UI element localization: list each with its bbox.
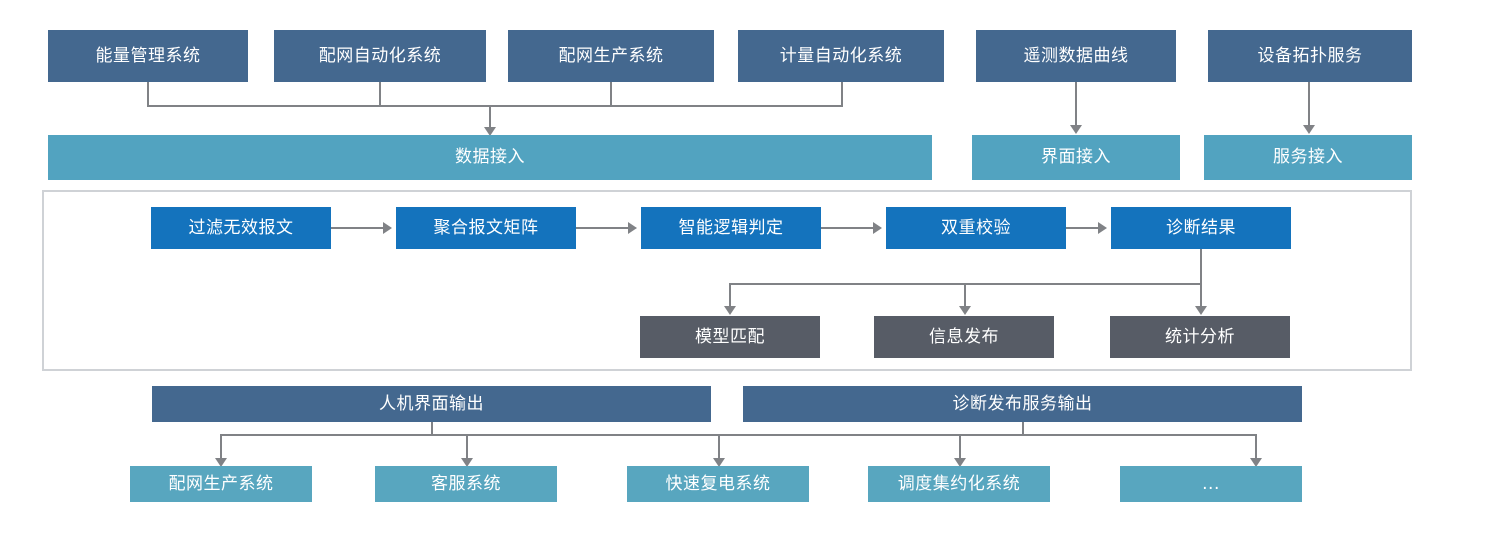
pipeline-step-dual-verification[interactable]: 双重校验: [886, 207, 1066, 249]
output-bar-diagnosis-publish-service[interactable]: 诊断发布服务输出: [743, 386, 1302, 422]
source-box-distribution-automation[interactable]: 配网自动化系统: [274, 30, 486, 82]
access-bar-service[interactable]: 服务接入: [1204, 135, 1412, 180]
connector-bus-consumers: [220, 434, 1255, 436]
source-label: 配网生产系统: [558, 45, 664, 66]
source-label: 设备拓扑服务: [1257, 45, 1363, 66]
arrow-into-consumer-3: [713, 458, 725, 467]
result-box-model-match[interactable]: 模型匹配: [640, 316, 820, 358]
connector-stub-source-3: [610, 82, 612, 106]
pipeline-step-label: 过滤无效报文: [188, 217, 294, 238]
arrow-step-2-3: [628, 222, 637, 234]
pipeline-step-label: 双重校验: [941, 217, 1011, 238]
source-box-telemetry-curve[interactable]: 遥测数据曲线: [976, 30, 1176, 82]
connector-drop-consumer-4: [959, 434, 961, 460]
connector-drop-consumer-3: [718, 434, 720, 460]
connector-topology-to-service-access: [1308, 82, 1310, 127]
connector-drop-statistics: [1200, 283, 1202, 308]
connector-drop-data-access: [489, 105, 491, 129]
connector-step-4-5: [1066, 227, 1098, 229]
connector-drop-hmi-output: [431, 422, 433, 435]
connector-drop-info-publish: [964, 283, 966, 308]
pipeline-step-label: 聚合报文矩阵: [433, 217, 539, 238]
output-bar-label: 诊断发布服务输出: [952, 393, 1093, 414]
result-box-label: 模型匹配: [695, 326, 765, 347]
consumer-box-distribution-production[interactable]: 配网生产系统: [130, 466, 312, 502]
output-bar-label: 人机界面输出: [379, 393, 484, 414]
arrow-into-consumer-4: [954, 458, 966, 467]
pipeline-step-filter-invalid-messages[interactable]: 过滤无效报文: [151, 207, 331, 249]
arrow-into-info-publish: [959, 306, 971, 315]
consumer-label: 配网生产系统: [168, 473, 274, 494]
consumer-box-dispatch-intensive[interactable]: 调度集约化系统: [868, 466, 1050, 502]
arrow-into-ui-access: [1070, 125, 1082, 134]
connector-drop-consumer-2: [466, 434, 468, 460]
access-bar-data[interactable]: 数据接入: [48, 135, 932, 180]
access-bar-label: 服务接入: [1273, 147, 1343, 168]
arrow-step-1-2: [383, 222, 392, 234]
access-bar-label: 界面接入: [1041, 147, 1111, 168]
connector-drop-consumer-5: [1255, 434, 1257, 460]
connector-drop-consumer-1: [220, 434, 222, 460]
source-box-device-topology-service[interactable]: 设备拓扑服务: [1208, 30, 1412, 82]
arrow-into-data-access: [484, 127, 496, 136]
connector-stub-source-1: [147, 82, 149, 106]
connector-drop-model-match: [729, 283, 731, 308]
processing-panel: [42, 190, 1412, 371]
consumer-box-more[interactable]: ...: [1120, 466, 1302, 502]
pipeline-step-intelligent-logic-decision[interactable]: 智能逻辑判定: [641, 207, 821, 249]
arrow-into-consumer-2: [461, 458, 473, 467]
result-box-statistical-analysis[interactable]: 统计分析: [1110, 316, 1290, 358]
source-box-energy-management[interactable]: 能量管理系统: [48, 30, 248, 82]
connector-stub-source-4: [841, 82, 843, 106]
source-box-distribution-production[interactable]: 配网生产系统: [508, 30, 714, 82]
pipeline-step-label: 诊断结果: [1166, 217, 1236, 238]
connector-step-3-4: [821, 227, 873, 229]
connector-telemetry-to-ui-access: [1075, 82, 1077, 127]
consumer-box-customer-service[interactable]: 客服系统: [375, 466, 557, 502]
arrow-step-3-4: [873, 222, 882, 234]
source-box-metering-automation[interactable]: 计量自动化系统: [738, 30, 944, 82]
connector-step-2-3: [576, 227, 628, 229]
access-bar-ui[interactable]: 界面接入: [972, 135, 1180, 180]
consumer-label: 客服系统: [431, 473, 501, 494]
arrow-into-statistics: [1195, 306, 1207, 315]
result-box-label: 统计分析: [1165, 326, 1235, 347]
arrow-into-service-access: [1303, 125, 1315, 134]
connector-bus-data-access: [147, 105, 843, 107]
source-label: 遥测数据曲线: [1023, 45, 1129, 66]
consumer-label: 调度集约化系统: [897, 473, 1021, 494]
pipeline-step-diagnosis-result[interactable]: 诊断结果: [1111, 207, 1291, 249]
pipeline-step-label: 智能逻辑判定: [678, 217, 784, 238]
output-bar-hmi[interactable]: 人机界面输出: [152, 386, 711, 422]
consumer-box-rapid-restoration[interactable]: 快速复电系统: [627, 466, 809, 502]
connector-stub-source-2: [379, 82, 381, 106]
access-bar-label: 数据接入: [455, 147, 525, 168]
source-label: 能量管理系统: [95, 45, 201, 66]
pipeline-step-aggregate-message-matrix[interactable]: 聚合报文矩阵: [396, 207, 576, 249]
connector-drop-diagnosis-result: [1200, 249, 1202, 285]
arrow-into-consumer-5: [1250, 458, 1262, 467]
consumer-label: 快速复电系统: [665, 473, 771, 494]
result-box-info-publish[interactable]: 信息发布: [874, 316, 1054, 358]
result-box-label: 信息发布: [929, 326, 999, 347]
arrow-into-consumer-1: [215, 458, 227, 467]
arrow-into-model-match: [724, 306, 736, 315]
arrow-step-4-5: [1098, 222, 1107, 234]
source-label: 配网自动化系统: [318, 45, 442, 66]
connector-step-1-2: [331, 227, 383, 229]
consumer-label: ...: [1202, 473, 1220, 494]
source-label: 计量自动化系统: [779, 45, 903, 66]
connector-drop-service-output: [1022, 422, 1024, 435]
